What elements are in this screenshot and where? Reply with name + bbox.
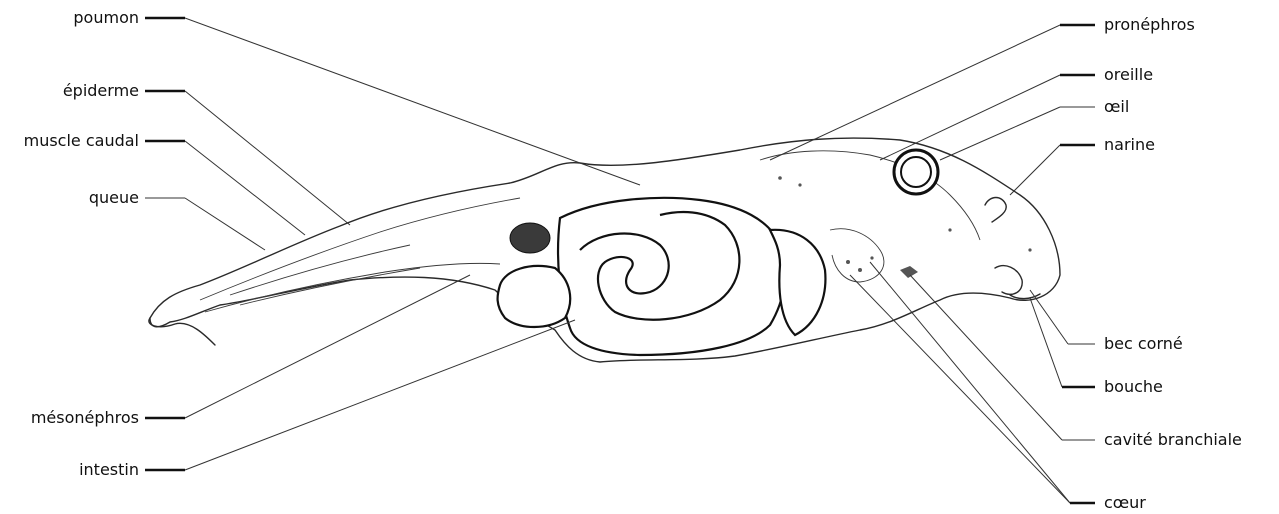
nostril — [985, 198, 1006, 223]
leader-oeil — [940, 107, 1060, 160]
label-coeur: cœur — [1104, 493, 1146, 513]
label-narine: narine — [1104, 135, 1155, 155]
label-epiderme: épiderme — [63, 81, 139, 101]
label-oreille: oreille — [1104, 65, 1153, 85]
leader-mesonephros — [185, 275, 470, 418]
label-pronephros: pronéphros — [1104, 15, 1195, 35]
label-bouche: bouche — [1104, 377, 1163, 397]
tail-muscle-upper — [200, 198, 520, 300]
leader-bec-corne — [1030, 290, 1068, 344]
pronephros-region — [760, 151, 980, 240]
label-poumon: poumon — [73, 8, 139, 28]
mesonephros-mass — [510, 223, 550, 253]
label-mesonephros: mésonéphros — [31, 408, 139, 428]
label-cavite-branchiale: cavité branchiale — [1104, 430, 1242, 450]
leader-coeur-2 — [870, 262, 1070, 503]
tail-tip — [149, 318, 215, 345]
leader-narine — [1010, 145, 1060, 195]
label-queue: queue — [89, 188, 139, 208]
leader-coeur-1 — [850, 275, 1070, 503]
label-bec-corne: bec corné — [1104, 334, 1183, 354]
leader-poumon — [145, 18, 640, 185]
beak — [995, 266, 1022, 295]
tail-muscle-lower — [205, 263, 500, 312]
branchial-detail — [830, 229, 884, 282]
label-muscle-caudal: muscle caudal — [24, 131, 139, 151]
leader-queue — [185, 198, 265, 250]
leader-bouche — [1030, 298, 1062, 387]
leader-muscle-caudal — [185, 141, 305, 235]
leader-intestin — [185, 320, 575, 470]
leader-epiderme — [185, 91, 350, 225]
label-intestin: intestin — [79, 460, 139, 480]
label-oeil: œil — [1104, 97, 1129, 117]
